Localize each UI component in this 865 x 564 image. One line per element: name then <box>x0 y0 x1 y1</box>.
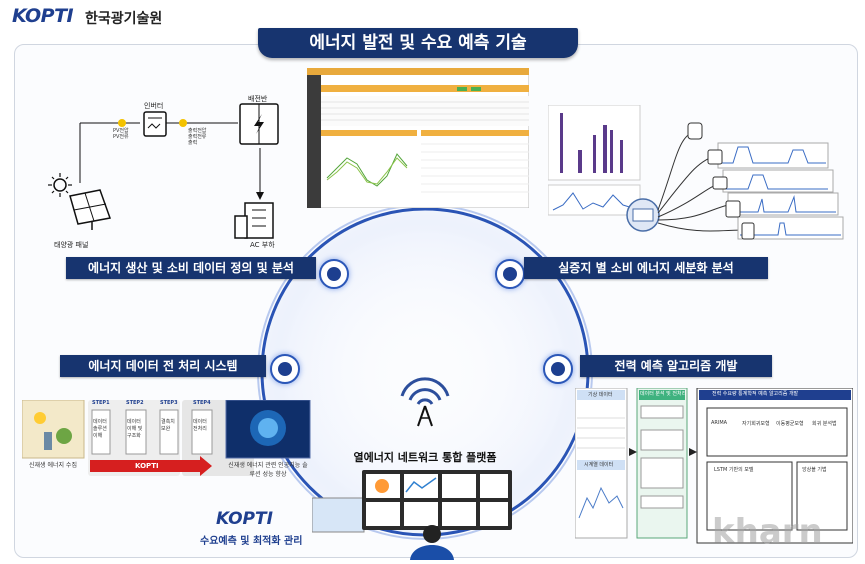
disaggregation-label: 실증지 별 소비 에너지 세분화 분석 <box>524 257 768 279</box>
disaggregation-diagram <box>548 105 844 240</box>
inverter-label: 인버터 <box>144 102 164 110</box>
weather-data-label: 기상 데이터 <box>588 392 613 398</box>
ring-node-left <box>270 354 300 384</box>
kopti-logo: KOPTI <box>12 5 74 27</box>
ring-node-top-right <box>495 259 525 289</box>
page-title: 에너지 발전 및 수요 예측 기술 <box>258 28 578 58</box>
lstm-label: LSTM 기반의 모델 <box>714 467 754 473</box>
preprocess-label: 에너지 데이터 전 처리 시스템 <box>60 355 266 377</box>
algorithm-label: 전력 수요량 통계학적 예측 알고리즘 개발 <box>712 391 799 397</box>
model-moving-average: 이동평균모형 <box>776 421 804 427</box>
antenna-icon <box>400 377 450 427</box>
result-caption: 신재생 에너지 관련 인공지능 솔루션 성능 향상 <box>228 462 308 478</box>
model-arima: ARIMA <box>711 420 728 426</box>
timeseries-label: 시계열 데이터 <box>584 462 614 468</box>
output-label: 출력전압 출력전류 출력 <box>188 128 207 146</box>
watermark: kharn <box>712 512 823 552</box>
panel-label: 배전반 <box>248 95 268 103</box>
model-autoregressive: 자기회귀모형 <box>742 421 770 427</box>
org-name: 한국광기술원 <box>85 11 163 27</box>
ring-node-top-left <box>319 259 349 289</box>
solar-label: 태양광 패널 <box>54 241 89 249</box>
process-arrow-label: KOPTI <box>135 462 159 470</box>
step1-name: STEP1 <box>92 400 110 406</box>
preprocess-diagram <box>22 400 311 476</box>
step2-text: 데이터 이해 및 구조화 <box>127 419 143 439</box>
ring-node-right <box>543 354 573 384</box>
step4-text: 데이터 전처리 <box>193 419 207 432</box>
step3-text: 결측치 보완 <box>161 419 175 432</box>
forecast-diagram <box>575 388 853 544</box>
platform-monitors <box>312 470 512 560</box>
pv-input-label: PV전압 PV전류 <box>113 128 129 140</box>
analysis-label: 데이터 분석 및 전처리 <box>640 391 687 397</box>
bottom-label: 수요예측 및 최적화 관리 <box>200 536 303 547</box>
source-caption: 신재생 에너지 수집 <box>29 462 77 469</box>
step2-name: STEP2 <box>126 400 144 406</box>
platform-label: 열에너지 네트워크 통합 플랫폼 <box>353 451 497 464</box>
center-kopti-logo: KOPTI <box>216 509 273 529</box>
model-regression: 회귀 분석법 <box>812 421 837 427</box>
step4-name: STEP4 <box>193 400 211 406</box>
ensemble-label: 앙상블 기법 <box>802 467 827 473</box>
ac-load-label: AC 부하 <box>250 241 275 249</box>
step3-name: STEP3 <box>160 400 178 406</box>
generation-label: 에너지 생산 및 소비 데이터 정의 및 분석 <box>66 257 316 279</box>
energy-flow-diagram <box>48 103 279 239</box>
step1-text: 데이터 솔루션 이해 <box>93 419 107 439</box>
dashboard-thumbnail <box>307 68 529 208</box>
forecast-label: 전력 예측 알고리즘 개발 <box>580 355 772 377</box>
